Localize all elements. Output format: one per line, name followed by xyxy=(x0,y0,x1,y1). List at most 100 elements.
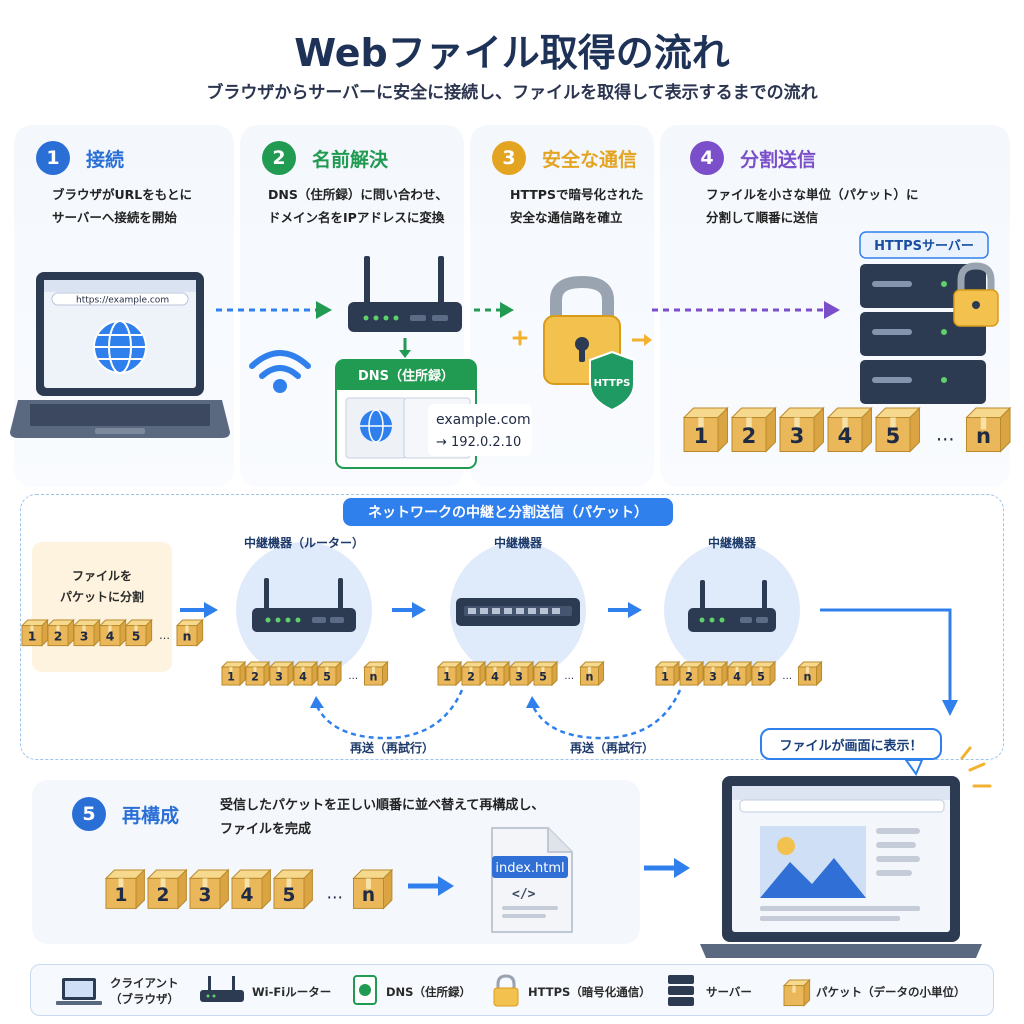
packet-label: 1 xyxy=(443,671,451,684)
lock-icon: HTTPS xyxy=(543,275,635,412)
display-callout: ファイルが画面に表示！ xyxy=(760,728,942,760)
packet-box-0: 1 xyxy=(220,660,247,687)
packet-box-4: 5 xyxy=(874,406,921,453)
packet-box-3: 4 xyxy=(98,618,127,647)
packet-box-0: 1 xyxy=(436,660,463,687)
step2-desc-line1: DNS（住所録）に問い合わせ、 xyxy=(268,187,448,202)
step4-title: 分割送信 xyxy=(740,148,817,171)
dns-label: DNS（住所録） xyxy=(358,368,454,384)
packet-label: 2 xyxy=(685,671,693,684)
legend-https: HTTPS（暗号化通信） xyxy=(528,985,651,999)
packet-label: 2 xyxy=(54,629,63,644)
step4-desc: ファイルを小さな単位（パケット）に 分割して順番に送信 xyxy=(706,183,986,229)
node1-label: 中継機器（ルーター） xyxy=(243,536,364,550)
server-icon xyxy=(668,975,694,1006)
packet-box-4: 5 xyxy=(124,618,153,647)
step4-desc-line1: ファイルを小さな単位（パケット）に xyxy=(706,187,919,202)
legend-server: サーバー xyxy=(706,985,752,999)
packet-box-0: 1 xyxy=(20,618,49,647)
step2-number: 2 xyxy=(262,141,296,175)
split-text-line1: ファイルを xyxy=(71,569,132,583)
packet-label: n xyxy=(183,629,192,644)
packet-box-1: 2 xyxy=(244,660,271,687)
legend-client-line1: クライアント xyxy=(110,976,179,990)
network-title: ネットワークの中継と分割送信（パケット） xyxy=(343,498,673,526)
packet-box-3: 4 xyxy=(726,660,753,687)
packet-label: 5 xyxy=(323,671,331,684)
file-name: index.html xyxy=(495,861,564,876)
legend xyxy=(30,964,994,1016)
packet-box-2: 3 xyxy=(72,618,101,647)
packet-label: 3 xyxy=(80,629,89,644)
packet-label: 3 xyxy=(515,671,523,684)
step5-desc-line2: ファイルを完成 xyxy=(220,822,312,837)
packet-label: 2 xyxy=(742,423,757,448)
packet-box-5: n xyxy=(175,618,204,647)
packet-label: 4 xyxy=(733,671,741,684)
file-icon: index.html </> xyxy=(491,827,573,933)
packet-box-5: n xyxy=(352,868,394,910)
packet-box-2: 3 xyxy=(778,406,825,453)
step4-desc-line2: 分割して順番に送信 xyxy=(706,210,819,225)
packet-box-1: 2 xyxy=(46,618,75,647)
packet-label: 1 xyxy=(661,671,669,684)
step3-header: 3 安全な通信 xyxy=(492,141,637,175)
browser-url: https://example.com xyxy=(76,296,169,306)
packet-ellipsis: … xyxy=(159,629,170,642)
legend-dns: DNS（住所録） xyxy=(386,985,471,999)
packet-box-2: 4 xyxy=(484,660,511,687)
sparkle-icon xyxy=(960,746,992,788)
split-text-line2: パケットに分割 xyxy=(59,590,144,604)
server-icon xyxy=(860,262,999,404)
packet-box-1: 2 xyxy=(146,868,188,910)
packet-label: 5 xyxy=(886,423,901,448)
step1-header: 1 接続 xyxy=(36,141,124,175)
resend-label-1: 再送（再試行） xyxy=(349,741,434,755)
step5-header: 5 再構成 xyxy=(72,797,179,831)
packet-label: 4 xyxy=(241,885,254,906)
file-code: </> xyxy=(512,887,536,902)
node2-label: 中継機器 xyxy=(493,536,542,550)
router-icon xyxy=(688,580,776,632)
packet-box-2: 3 xyxy=(702,660,729,687)
page-title: Webファイル取得の流れ xyxy=(294,31,730,75)
step1-title: 接続 xyxy=(86,148,125,171)
packet-ellipsis: … xyxy=(936,424,955,445)
legend-client-line2: （ブラウザ） xyxy=(110,992,179,1006)
packet-box-legend xyxy=(782,978,811,1007)
step5-desc: 受信したパケットを正しい順番に並べ替えて再構成し、 ファイルを完成 xyxy=(220,794,544,842)
packet-label: 4 xyxy=(299,671,307,684)
packet-box-3: 4 xyxy=(230,868,272,910)
resend-label-2: 再送（再試行） xyxy=(569,741,654,755)
step2-desc: DNS（住所録）に問い合わせ、 ドメイン名をIPアドレスに変換 xyxy=(268,183,488,229)
packet-label: 5 xyxy=(132,629,141,644)
router-icon xyxy=(200,976,244,1002)
laptop-icon: https://example.com xyxy=(10,272,230,438)
packet-label: 3 xyxy=(199,885,212,906)
packet-box-4: 5 xyxy=(750,660,777,687)
laptop-icon xyxy=(56,978,102,1005)
node3-label: 中継機器 xyxy=(707,536,756,550)
packet-ellipsis: … xyxy=(348,671,358,682)
packet-box-2: 3 xyxy=(268,660,295,687)
packet-box-0: 1 xyxy=(682,406,729,453)
step2-desc-line2: ドメイン名をIPアドレスに変換 xyxy=(268,210,445,225)
split-text: ファイルを パケットに分割 xyxy=(32,566,172,608)
display-laptop-icon xyxy=(700,776,982,958)
step3-number: 3 xyxy=(492,141,526,175)
step4-header: 4 分割送信 xyxy=(690,141,816,175)
packet-label: n xyxy=(586,671,594,684)
step1-desc-line1: ブラウザがURLをもとに xyxy=(52,187,192,202)
packet-label: n xyxy=(976,423,991,448)
split-box xyxy=(32,542,172,672)
router-icon xyxy=(348,256,462,332)
packet-label: 4 xyxy=(106,629,115,644)
packet-label: 5 xyxy=(539,671,547,684)
packet-label: 5 xyxy=(757,671,765,684)
step2-title: 名前解決 xyxy=(312,148,389,171)
packet-box-5: n xyxy=(965,406,1012,453)
packet-box-3: 4 xyxy=(292,660,319,687)
